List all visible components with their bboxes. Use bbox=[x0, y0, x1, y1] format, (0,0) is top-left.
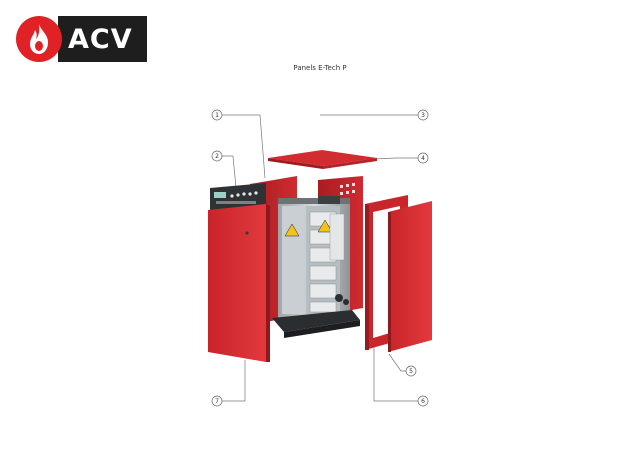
callout-7: 7 bbox=[211, 395, 223, 407]
svg-text:5: 5 bbox=[409, 368, 413, 375]
svg-text:7: 7 bbox=[215, 398, 219, 405]
svg-text:1: 1 bbox=[215, 112, 219, 119]
acv-logo: ACV bbox=[16, 16, 147, 62]
lock-icon bbox=[245, 231, 249, 235]
top-panel bbox=[268, 150, 377, 166]
callout-2: 2 bbox=[211, 150, 223, 162]
flame-icon bbox=[16, 16, 62, 62]
heater-internals bbox=[272, 196, 360, 338]
svg-text:4: 4 bbox=[421, 155, 425, 162]
callout-5: 5 bbox=[405, 365, 417, 377]
callout-markers: 1 2 3 4 5 6 7 bbox=[211, 109, 429, 407]
control-panel bbox=[210, 183, 266, 210]
callout-3: 3 bbox=[417, 109, 429, 121]
panel-vents bbox=[340, 183, 355, 195]
callout-6: 6 bbox=[417, 395, 429, 407]
svg-text:2: 2 bbox=[215, 153, 219, 160]
front-door-panel bbox=[208, 204, 266, 362]
document-title: Panels E-Tech P bbox=[293, 64, 347, 72]
brand-name: ACV bbox=[68, 23, 133, 55]
leader-lines bbox=[222, 114, 418, 402]
callout-1: 1 bbox=[211, 109, 223, 121]
warning-sign-icon bbox=[317, 219, 333, 233]
logo-wordmark: ACV bbox=[58, 16, 147, 62]
svg-text:6: 6 bbox=[421, 398, 425, 405]
right-front-panel bbox=[388, 201, 432, 352]
warning-sign-icon bbox=[284, 223, 300, 237]
callout-4: 4 bbox=[417, 152, 429, 164]
svg-text:3: 3 bbox=[421, 112, 425, 119]
